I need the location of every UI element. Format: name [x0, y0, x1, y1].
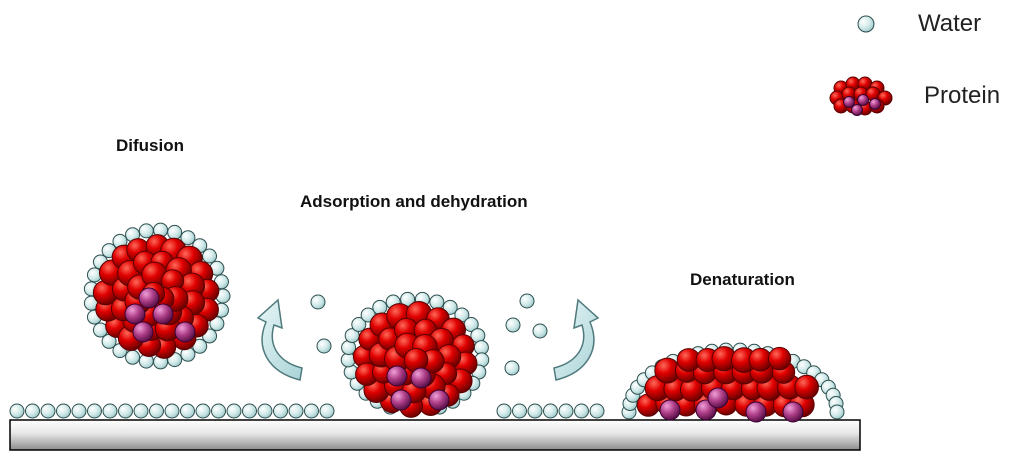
- water-molecule: [304, 403, 319, 419]
- protein-core-residue: [851, 104, 863, 116]
- water-molecule: [118, 403, 133, 419]
- stage-label-adsorption: Adsorption and dehydration: [300, 192, 528, 211]
- water-molecule: [351, 317, 367, 333]
- water-molecule: [211, 403, 226, 419]
- water-molecule: [310, 294, 326, 310]
- water-molecule: [133, 403, 149, 419]
- legend-label-water: Water: [918, 10, 982, 37]
- protein-core-residue: [659, 399, 681, 421]
- water-molecule: [164, 403, 180, 419]
- water-molecule: [87, 403, 102, 419]
- water-molecule: [125, 349, 141, 365]
- water-molecule: [504, 360, 520, 376]
- water-molecule: [226, 403, 242, 419]
- substrate-surface: [9, 419, 861, 451]
- water-molecule: [543, 403, 558, 419]
- water-molecule: [71, 403, 87, 419]
- water-molecule: [56, 403, 71, 419]
- water-molecule: [180, 230, 196, 246]
- water-molecule: [558, 403, 574, 419]
- water-molecule: [288, 403, 304, 419]
- protein-residue: [794, 374, 819, 400]
- water-molecule: [512, 403, 527, 419]
- protein-core-residue: [428, 389, 450, 411]
- protein-core-residue: [843, 96, 855, 108]
- protein-core-residue: [152, 303, 174, 325]
- water-molecule: [195, 403, 211, 419]
- water-molecule: [40, 403, 56, 419]
- water-molecule: [442, 299, 458, 315]
- protein-core-residue: [174, 321, 196, 343]
- water-molecule: [138, 223, 154, 239]
- water-molecule: [527, 403, 543, 419]
- water-molecule: [180, 403, 195, 419]
- protein-core-residue: [857, 94, 869, 106]
- water-molecule: [273, 403, 288, 419]
- protein-core-residue: [386, 365, 408, 387]
- protein-core-residue: [132, 321, 154, 343]
- protein-adsorbed: [340, 291, 490, 418]
- water-molecule: [9, 403, 25, 419]
- water-molecule: [829, 404, 845, 420]
- protein-core-residue: [124, 303, 146, 325]
- water-molecule: [429, 294, 445, 310]
- protein-core-residue: [410, 367, 432, 389]
- protein-core-residue: [745, 401, 767, 423]
- water-molecule: [519, 293, 535, 309]
- protein-core-residue: [138, 287, 160, 309]
- curved-arrow-right-icon: [553, 298, 600, 381]
- water-molecule: [574, 403, 589, 419]
- water-molecule: [505, 317, 521, 333]
- water-molecule: [209, 316, 225, 332]
- water-molecule: [102, 403, 118, 419]
- protein-denatured: [621, 342, 845, 423]
- water-molecule: [319, 403, 335, 419]
- water-molecule: [167, 224, 183, 240]
- water-molecule: [496, 403, 512, 419]
- legend-label-protein: Protein: [924, 82, 1001, 109]
- protein-core-residue: [869, 98, 881, 110]
- water-molecule: [532, 323, 548, 339]
- water-molecule: [589, 403, 605, 419]
- protein-diffusing: [83, 222, 231, 370]
- curved-arrow-left-icon: [256, 298, 303, 381]
- stage-label-diffusion: Difusion: [116, 136, 184, 155]
- stage-label-denaturation: Denaturation: [690, 270, 795, 289]
- protein-residue: [767, 346, 792, 371]
- protein-core-residue: [707, 387, 729, 409]
- water-molecule: [242, 403, 257, 419]
- free-water-molecules: [310, 293, 548, 376]
- water-molecule: [25, 403, 40, 419]
- water-molecule: [372, 299, 388, 315]
- protein-core-residue: [390, 389, 412, 411]
- water-molecule: [316, 338, 332, 354]
- water-molecule: [149, 403, 164, 419]
- legend: [829, 15, 893, 116]
- water-molecule: [202, 248, 218, 264]
- water-molecule: [257, 403, 273, 419]
- surface-water-layer: [9, 403, 605, 419]
- protein-core-residue: [782, 401, 804, 423]
- water-molecule: [857, 15, 875, 33]
